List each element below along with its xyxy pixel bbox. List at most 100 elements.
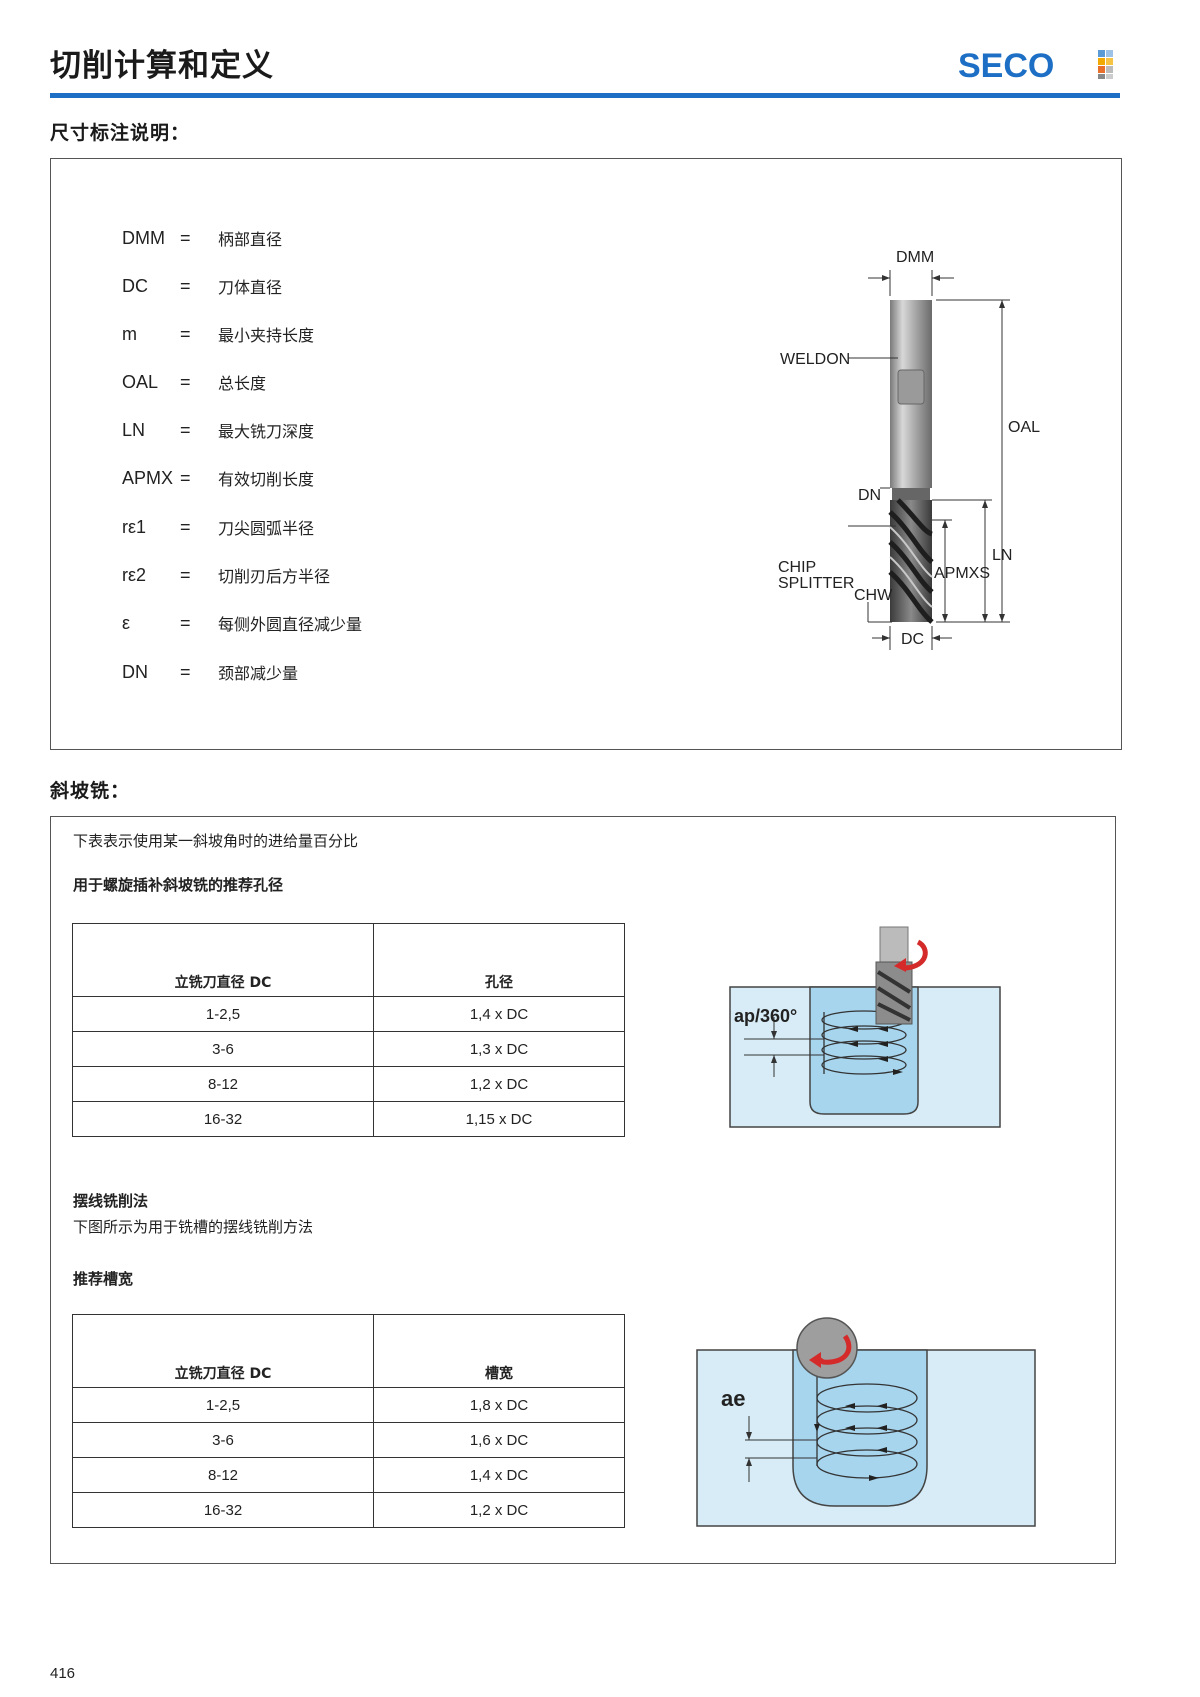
def-text: 总长度 xyxy=(218,374,267,393)
def-symbol: m xyxy=(122,323,137,344)
table-row: 1-2,5 1,4 x DC xyxy=(72,996,625,1032)
label-chw: CHW xyxy=(854,587,893,604)
def-equals: = xyxy=(180,612,191,633)
label-dc: DC xyxy=(901,631,924,648)
label-weldon: WELDON xyxy=(780,351,850,368)
table-cell: 16-32 xyxy=(72,1492,374,1528)
trochoidal-milling-diagram: ae xyxy=(696,1317,1036,1527)
tool-top-view xyxy=(796,1317,858,1379)
definition-row: rε2 = 切削刃后方半径 xyxy=(122,560,330,590)
def-symbol: DMM xyxy=(122,227,165,248)
table-cell: 1,2 x DC xyxy=(373,1066,625,1102)
table-row: 8-12 1,4 x DC xyxy=(72,1457,625,1493)
def-equals: = xyxy=(180,516,191,537)
page-title: 切削计算和定义 xyxy=(50,48,274,84)
table-header: 立铣刀直径 DC xyxy=(72,1314,374,1388)
label-apmxs: APMXS xyxy=(934,565,990,582)
label-ap-360: ap/360° xyxy=(734,1006,797,1026)
definition-row: ε = 每侧外圆直径减少量 xyxy=(122,608,362,638)
rotation-arrow xyxy=(815,1334,852,1365)
page-number: 416 xyxy=(50,1665,76,1682)
def-text: 最大铣刀深度 xyxy=(218,422,315,441)
table-header: 立铣刀直径 DC xyxy=(72,923,374,997)
table-cell: 3-6 xyxy=(72,1031,374,1067)
label-chip: CHIP xyxy=(778,559,816,576)
header-rule xyxy=(50,93,1120,98)
table-cell: 1,15 x DC xyxy=(373,1101,625,1137)
def-symbol: DN xyxy=(122,661,148,682)
def-symbol: rε2 xyxy=(122,564,147,585)
table-cell: 1,8 x DC xyxy=(373,1387,625,1423)
table-row: 8-12 1,2 x DC xyxy=(72,1066,625,1102)
def-symbol: OAL xyxy=(122,371,159,392)
dimensions-box xyxy=(50,158,1122,750)
table-cell: 1,3 x DC xyxy=(373,1031,625,1067)
def-equals: = xyxy=(180,661,191,682)
table-header-row: 立铣刀直径 DC 孔径 xyxy=(72,923,625,997)
definition-row: DN = 颈部减少量 xyxy=(122,657,298,687)
def-symbol: APMX xyxy=(122,467,174,488)
def-equals: = xyxy=(180,419,191,440)
definition-row: OAL = 总长度 xyxy=(122,367,266,397)
helical-ramping-diagram: ap/360° xyxy=(729,926,1001,1128)
def-text: 每侧外圆直径减少量 xyxy=(218,615,363,634)
table-cell: 1-2,5 xyxy=(72,996,374,1032)
table-cell: 1-2,5 xyxy=(72,1387,374,1423)
table-header: 槽宽 xyxy=(373,1314,625,1388)
slot-width-table: 立铣刀直径 DC 槽宽 1-2,5 1,8 x DC 3-6 1,6 x DC … xyxy=(72,1314,625,1528)
neck-shape xyxy=(892,488,930,500)
ramping-intro: 下表表示使用某一斜坡角时的进给量百分比 xyxy=(73,832,359,850)
label-dmm: DMM xyxy=(896,250,934,266)
def-text: 刀体直径 xyxy=(218,278,283,297)
definition-row: DC = 刀体直径 xyxy=(122,271,282,301)
label-dn: DN xyxy=(858,487,881,504)
def-equals: = xyxy=(180,275,191,296)
table-cell: 3-6 xyxy=(72,1422,374,1458)
dimensions-heading: 尺寸标注说明： xyxy=(50,122,191,144)
table-row: 3-6 1,3 x DC xyxy=(72,1031,625,1067)
def-text: 切削刃后方半径 xyxy=(218,567,331,586)
def-equals: = xyxy=(180,467,191,488)
trochoidal-description: 下图所示为用于铣槽的摆线铣削方法 xyxy=(73,1218,314,1236)
table-row: 16-32 1,2 x DC xyxy=(72,1492,625,1528)
table-cell: 8-12 xyxy=(72,1457,374,1493)
rotation-arrow xyxy=(898,939,928,971)
weldon-flat xyxy=(897,369,925,405)
definition-row: m = 最小夹持长度 xyxy=(122,319,314,349)
table-cell: 1,6 x DC xyxy=(373,1422,625,1458)
def-text: 有效切削长度 xyxy=(218,470,315,489)
def-equals: = xyxy=(180,371,191,392)
def-text: 最小夹持长度 xyxy=(218,326,315,345)
table-row: 16-32 1,15 x DC xyxy=(72,1101,625,1137)
table-header: 孔径 xyxy=(373,923,625,997)
def-text: 颈部减少量 xyxy=(218,664,299,683)
tool-body-shape xyxy=(875,961,913,1025)
label-oal: OAL xyxy=(1008,419,1040,436)
table-row: 1-2,5 1,8 x DC xyxy=(72,1387,625,1423)
definition-row: LN = 最大铣刀深度 xyxy=(122,415,314,445)
def-equals: = xyxy=(180,323,191,344)
def-equals: = xyxy=(180,227,191,248)
ramping-heading: 斜坡铣： xyxy=(50,780,131,802)
label-splitter: SPLITTER xyxy=(778,575,854,592)
table-cell: 1,4 x DC xyxy=(373,1457,625,1493)
def-symbol: DC xyxy=(122,275,148,296)
table-cell: 1,2 x DC xyxy=(373,1492,625,1528)
def-symbol: rε1 xyxy=(122,516,147,537)
endmill-diagram: DMM WELDON OAL DN LN CHIP SPLITTER APMXS… xyxy=(778,250,1040,650)
table-cell: 1,4 x DC xyxy=(373,996,625,1032)
table-cell: 16-32 xyxy=(72,1101,374,1137)
seco-logo: SECO xyxy=(958,47,1113,84)
def-text: 刀尖圆弧半径 xyxy=(218,519,315,538)
ramping-box xyxy=(50,816,1116,1564)
svg-text:SECO: SECO xyxy=(958,47,1054,84)
def-symbol: ε xyxy=(122,612,131,633)
hole-diameter-table: 立铣刀直径 DC 孔径 1-2,5 1,4 x DC 3-6 1,3 x DC … xyxy=(72,923,625,1137)
definition-row: DMM = 柄部直径 xyxy=(122,223,282,253)
definition-row: APMX = 有效切削长度 xyxy=(122,463,314,493)
table1-title: 用于螺旋插补斜坡铣的推荐孔径 xyxy=(73,876,284,894)
def-symbol: LN xyxy=(122,419,146,440)
definition-row: rε1 = 刀尖圆弧半径 xyxy=(122,512,314,542)
def-equals: = xyxy=(180,564,191,585)
table-header-row: 立铣刀直径 DC 槽宽 xyxy=(72,1314,625,1388)
